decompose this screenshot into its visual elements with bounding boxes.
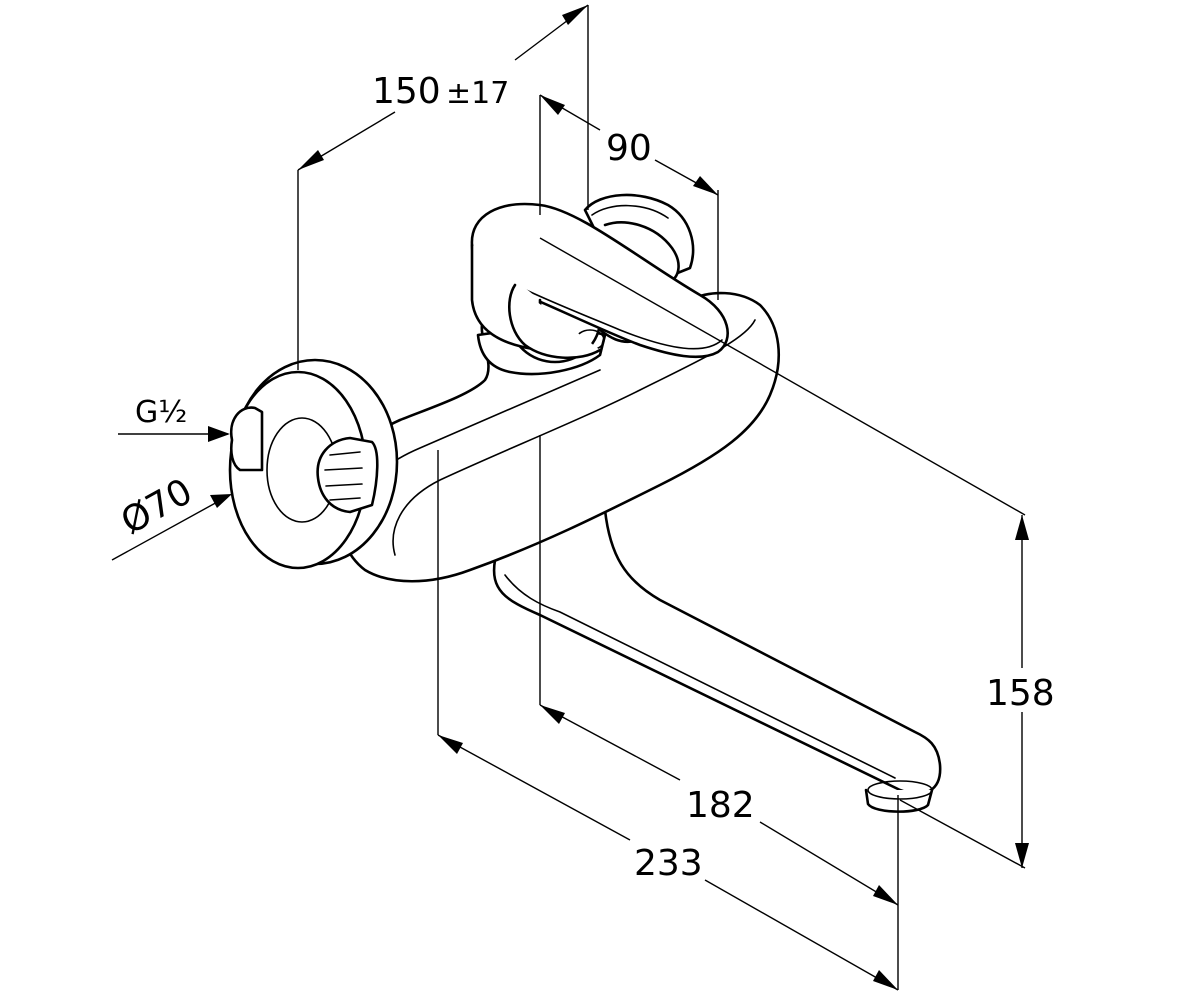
dim-line-233-b [704, 879, 899, 991]
arrowhead [873, 970, 898, 990]
arrowhead [873, 885, 898, 905]
dim-line-182-a [539, 704, 681, 781]
nut-rib [325, 483, 363, 487]
spout-outlet [864, 788, 934, 813]
arrowhead [693, 176, 718, 195]
diameter-label: Ø70 [114, 471, 199, 543]
mixer-body [333, 291, 780, 583]
dim-label-150: 150 [372, 71, 441, 112]
dim-label-233: 233 [634, 843, 703, 884]
arrowhead [540, 705, 565, 724]
axis-line-lower [899, 799, 1026, 869]
faucet-body [228, 193, 942, 813]
arrowhead [208, 426, 230, 442]
dim-label-150-tol: ±17 [446, 76, 509, 111]
dim-label-158: 158 [986, 673, 1055, 714]
axis-line-upper [539, 237, 1026, 516]
leader-diameter [111, 494, 231, 561]
dim-line-233-a [437, 734, 631, 841]
arrowhead [540, 95, 565, 115]
eccentric-nut [316, 436, 379, 514]
dim-line-182-b [759, 821, 899, 906]
arrowhead [298, 150, 324, 170]
rear-rosette-face [603, 221, 680, 284]
dim-label-bg [985, 668, 1057, 712]
dim-label-90: 90 [606, 128, 652, 169]
rear-rosette-rim [591, 204, 669, 219]
dim-label-182: 182 [686, 785, 755, 826]
arrowhead [562, 5, 588, 25]
arrowhead [1015, 515, 1029, 540]
spout [492, 508, 942, 796]
spout-outlet-rim [867, 780, 933, 800]
handle-neck [508, 283, 602, 360]
arrowhead [210, 494, 232, 508]
dimension-lines: 150 ±17 90 158 182 233 [111, 4, 1057, 991]
nut-rib [329, 451, 361, 456]
nut-rib [324, 467, 363, 471]
nut-rib [329, 497, 361, 501]
thread-connector [229, 406, 264, 472]
spout-edge-line [504, 574, 896, 779]
arrowhead [438, 735, 463, 754]
thread-label: G½ [135, 395, 187, 430]
arrowhead [1015, 843, 1029, 868]
